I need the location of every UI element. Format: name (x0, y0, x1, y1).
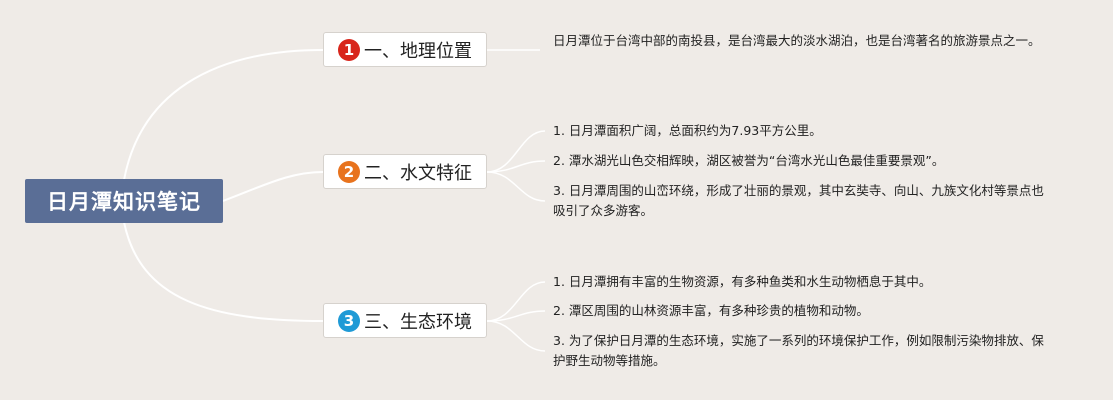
root-title: 日月潭知识笔记 (47, 190, 201, 214)
leaf-hydrology-2[interactable]: 2. 潭水湖光山色交相辉映，湖区被誉为“台湾水光山色最佳重要景观”。 (553, 153, 945, 168)
branch-3-leaf-1-line (486, 281, 546, 322)
branch-hydrology[interactable]: 2 二、水文特征 (323, 154, 487, 189)
branch-label: 三、生态环境 (364, 311, 472, 333)
number-3-badge-icon: 3 (338, 309, 360, 332)
leaf-hydrology-3[interactable]: 3. 日月潭周围的山峦环绕，形成了壮丽的景观，其中玄奘寺、向山、九族文化村等景点… (553, 183, 1044, 218)
root-topic[interactable]: 日月潭知识笔记 (25, 179, 223, 223)
number-1-badge-icon: 1 (338, 38, 360, 61)
branch-2-leaf-2-line (486, 160, 546, 173)
leaf-ecology-2[interactable]: 2. 潭区周围的山林资源丰富，有多种珍贵的植物和动物。 (553, 303, 869, 318)
number-2-badge-icon: 2 (338, 160, 360, 183)
leaf-hydrology-1[interactable]: 1. 日月潭面积广阔，总面积约为7.93平方公里。 (553, 123, 822, 138)
branch-geography[interactable]: 1 一、地理位置 (323, 32, 487, 67)
root-to-branch-1-line (123, 49, 324, 181)
branch-3-leaf-2-line (486, 310, 546, 322)
leaf-ecology-3[interactable]: 3. 为了保护日月潭的生态环境，实施了一系列的环境保护工作，例如限制污染物排放、… (553, 333, 1044, 368)
branch-3-leaf-3-line (486, 320, 546, 352)
branch-2-leaf-1-line (486, 130, 546, 173)
branch-label: 二、水文特征 (364, 162, 472, 184)
branch-ecology[interactable]: 3 三、生态环境 (323, 303, 487, 338)
leaf-ecology-1[interactable]: 1. 日月潭拥有丰富的生物资源，有多种鱼类和水生动物栖息于其中。 (553, 274, 932, 289)
leaf-geography-1[interactable]: 日月潭位于台湾中部的南投县，是台湾最大的淡水湖泊，也是台湾著名的旅游景点之一。 (553, 33, 1041, 48)
branch-2-leaf-3-line (486, 171, 546, 202)
root-to-branch-3-line (123, 221, 324, 322)
root-to-branch-2-line (222, 171, 324, 202)
branch-label: 一、地理位置 (364, 40, 472, 62)
